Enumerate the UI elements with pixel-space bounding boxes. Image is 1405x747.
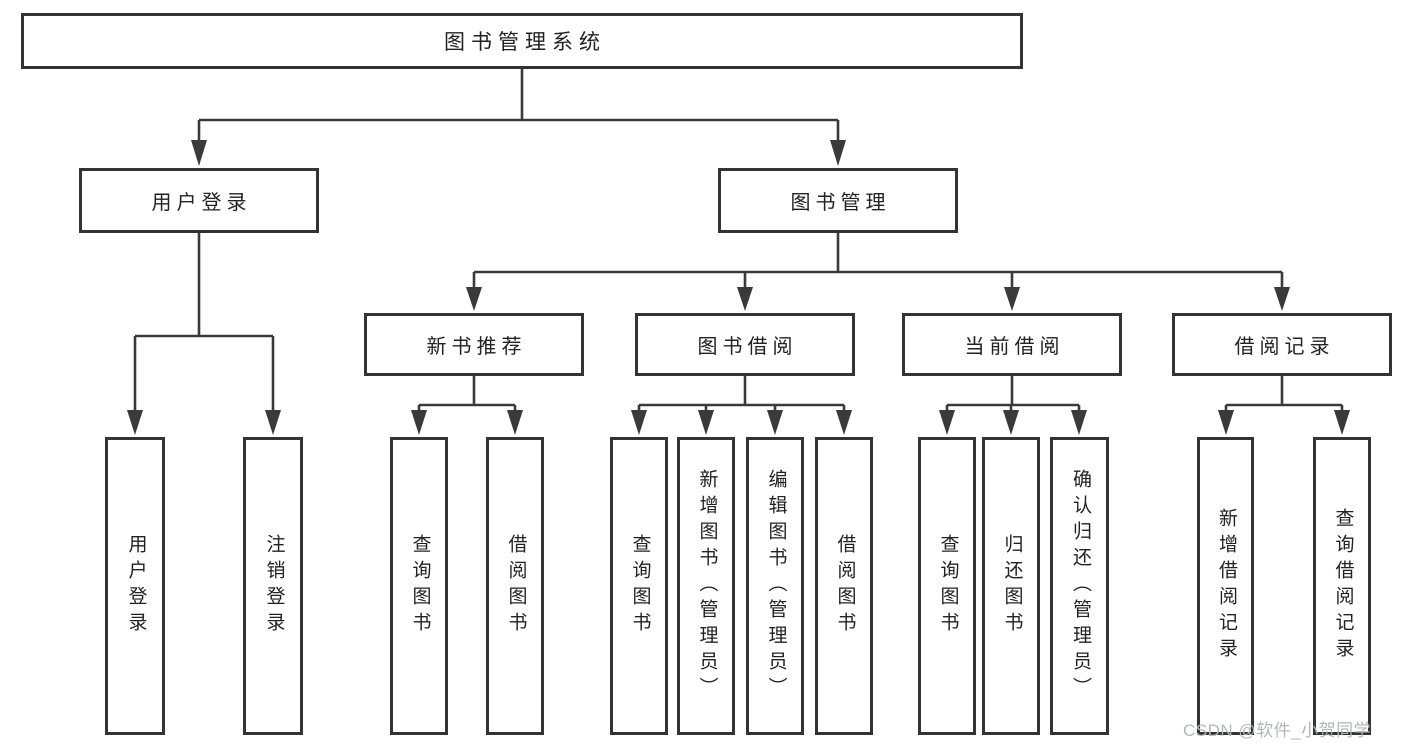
leaf-current-query-book: 查询图书 xyxy=(918,437,976,735)
leaf-recommend-query-book-label: 查询图书 xyxy=(409,534,431,638)
leaf-recommend-borrow-book-label: 借阅图书 xyxy=(505,534,527,638)
leaf-borrow-query-book-label: 查询图书 xyxy=(629,534,651,638)
csdn-watermark: CSDN @软件_小贺同学 xyxy=(1183,721,1372,740)
node-new-book-recommend-label: 新书推荐 xyxy=(426,336,527,358)
node-book-management-label: 图书管理 xyxy=(790,192,891,214)
node-user-login-label: 用户登录 xyxy=(151,192,252,214)
node-system-root-label: 图书管理系统 xyxy=(444,31,606,54)
leaf-edit-book-admin-label: 编辑图书（管理员） xyxy=(765,469,787,703)
node-system-root: 图书管理系统 xyxy=(21,13,1023,69)
leaf-borrow-query-book: 查询图书 xyxy=(610,437,668,735)
leaf-return-book: 归还图书 xyxy=(982,437,1040,735)
leaf-borrow-book: 借阅图书 xyxy=(815,437,873,735)
leaf-user-login: 用户登录 xyxy=(105,437,165,735)
leaf-recommend-borrow-book: 借阅图书 xyxy=(486,437,544,735)
node-book-management: 图书管理 xyxy=(718,168,958,233)
node-borrow-records: 借阅记录 xyxy=(1172,313,1392,376)
leaf-current-query-book-label: 查询图书 xyxy=(937,534,959,638)
leaf-logout-label: 注销登录 xyxy=(263,534,285,638)
leaf-add-borrow-record-label: 新增借阅记录 xyxy=(1215,508,1237,664)
leaf-confirm-return-admin-label: 确认归还（管理员） xyxy=(1069,469,1091,703)
leaf-add-book-admin: 新增图书（管理员） xyxy=(677,437,735,735)
leaf-recommend-query-book: 查询图书 xyxy=(390,437,448,735)
leaf-add-borrow-record: 新增借阅记录 xyxy=(1197,437,1254,735)
leaf-confirm-return-admin: 确认归还（管理员） xyxy=(1050,437,1109,735)
leaf-query-borrow-record: 查询借阅记录 xyxy=(1313,437,1371,735)
node-current-borrow-label: 当前借阅 xyxy=(964,336,1065,358)
node-borrow-records-label: 借阅记录 xyxy=(1234,336,1335,358)
leaf-logout: 注销登录 xyxy=(243,437,303,735)
arrowheads xyxy=(127,140,1350,435)
leaf-query-borrow-record-label: 查询借阅记录 xyxy=(1332,508,1354,664)
leaf-borrow-book-label: 借阅图书 xyxy=(834,534,856,638)
node-book-borrow: 图书借阅 xyxy=(635,313,855,376)
leaf-user-login-label: 用户登录 xyxy=(125,534,147,638)
node-book-borrow-label: 图书借阅 xyxy=(697,336,798,358)
leaf-edit-book-admin: 编辑图书（管理员） xyxy=(746,437,804,735)
node-current-borrow: 当前借阅 xyxy=(902,313,1122,376)
leaf-return-book-label: 归还图书 xyxy=(1001,534,1023,638)
leaf-add-book-admin-label: 新增图书（管理员） xyxy=(696,469,718,703)
node-new-book-recommend: 新书推荐 xyxy=(364,313,584,376)
node-user-login: 用户登录 xyxy=(79,168,319,233)
